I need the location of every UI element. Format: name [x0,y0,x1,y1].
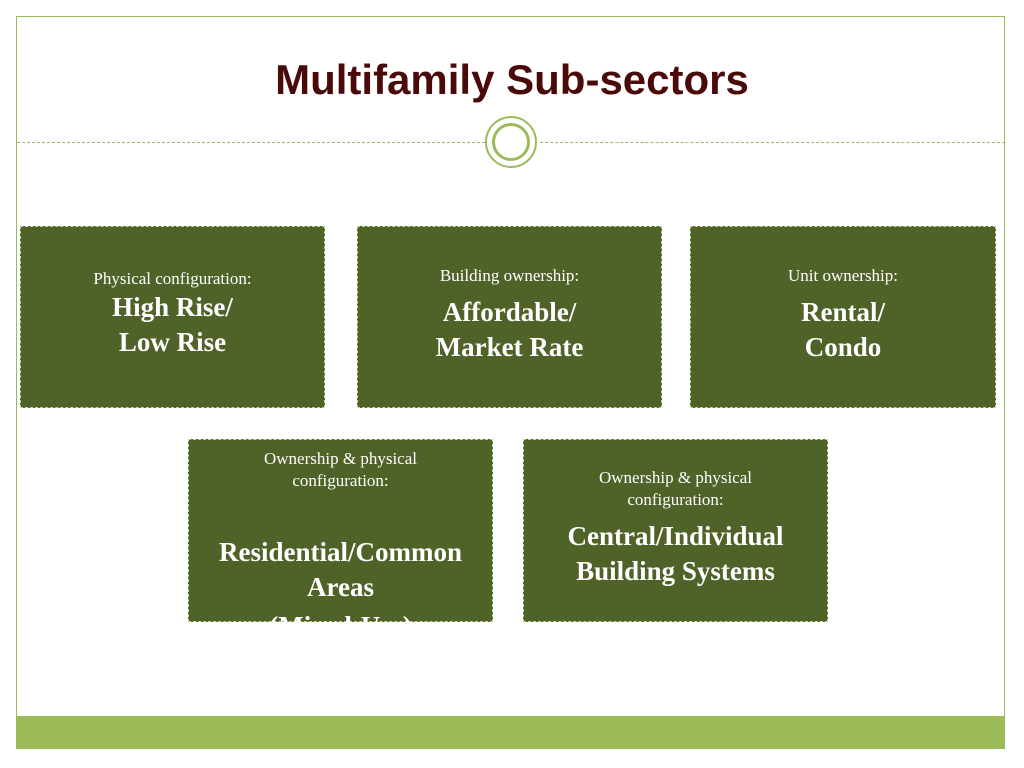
subsector-value: High Rise/ Low Rise [112,292,233,357]
subsector-value: Central/Individual Building Systems [567,521,784,586]
subsector-label: Ownership & physical configuration: [599,468,752,509]
slide-title: Multifamily Sub-sectors [275,56,749,103]
subsector-value-main: Residential/Common Areas [219,537,462,602]
subsector-value: Affordable/ Market Rate [435,297,584,362]
subsector-value: Rental/ Condo [801,297,885,362]
subsector-box-unit-ownership: Unit ownership: Rental/ Condo [690,226,996,408]
slide-frame [16,16,1005,749]
subsector-label: Unit ownership: [787,266,899,285]
subsector-value: Residential/Common Areas (Mixed-Use) [189,500,492,679]
subsector-box-mixed-use: Ownership & physical configuration: Resi… [188,439,493,641]
subsector-box-building-ownership: Building ownership: Affordable/ Market R… [357,226,662,408]
title-divider-right [540,142,1005,143]
subsector-label: Ownership & physical configuration: [264,449,417,490]
subsector-box-building-systems: Ownership & physical configuration: Cent… [523,439,828,622]
bottom-accent-bar [17,716,1005,748]
circle-ornament-inner [492,123,530,161]
subsector-label: Building ownership: [439,266,580,285]
circle-ornament-icon [485,116,537,168]
subsector-box-physical-configuration: Physical configuration: High Rise/ Low R… [20,226,325,408]
title-divider-left [17,142,485,143]
subsector-value-extra: (Mixed-Use) [269,611,412,641]
subsector-label: Physical configuration: [93,269,252,288]
